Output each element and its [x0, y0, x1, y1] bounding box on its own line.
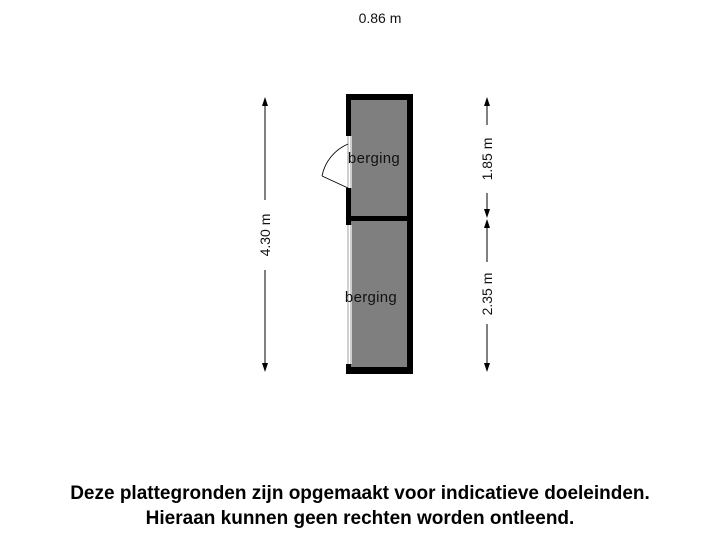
storage-building: [321, 94, 413, 374]
arrow-down-icon: [484, 363, 490, 372]
width-dimension-label: 0.86 m: [359, 10, 402, 26]
room-label-upper: berging: [348, 150, 400, 167]
room-label-lower: berging: [345, 289, 397, 306]
upper-room-height-label: 1.85 m: [479, 138, 495, 181]
arrow-up-icon: [262, 97, 268, 106]
arrow-down-icon: [484, 209, 490, 218]
arrow-up-icon: [484, 97, 490, 106]
door-swing-arc: [321, 143, 349, 177]
disclaimer-line-1: Deze plattegronden zijn opgemaakt voor i…: [70, 483, 650, 504]
upper-room-dimension: 1.85 m: [479, 97, 495, 218]
lower-room-height-label: 2.35 m: [479, 273, 495, 316]
total-height-dimension: 4.30 m: [257, 97, 273, 372]
upper-room-floor: [351, 100, 407, 216]
lower-room-dimension: 2.35 m: [479, 219, 495, 372]
lower-room-floor: [351, 221, 407, 367]
total-height-label: 4.30 m: [257, 214, 273, 257]
arrow-up-icon: [484, 219, 490, 228]
disclaimer-line-2: Hieraan kunnen geen rechten worden ontle…: [145, 508, 575, 529]
arrow-down-icon: [262, 363, 268, 372]
lower-window-opening: [346, 225, 352, 364]
upper-door-opening: [346, 136, 352, 188]
door-leaf: [321, 175, 349, 189]
